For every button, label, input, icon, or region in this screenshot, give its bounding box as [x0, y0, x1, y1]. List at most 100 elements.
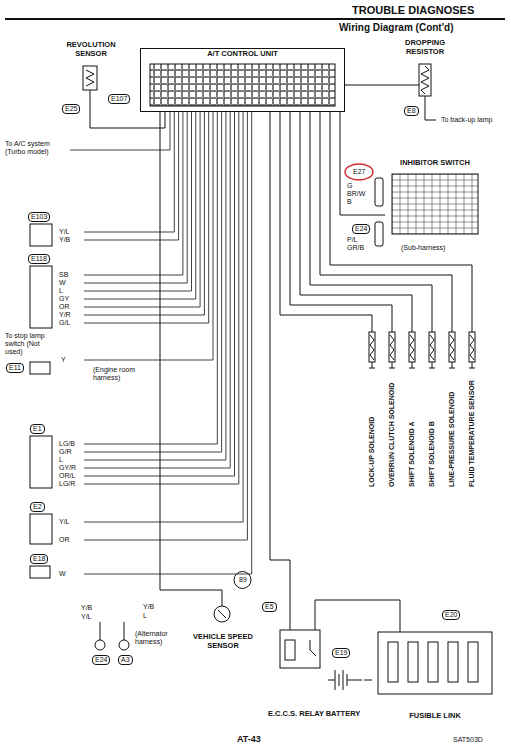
wire-color: SB: [58, 271, 69, 279]
coil-symbol: [429, 332, 435, 362]
page-title: TROUBLE DIAGNOSES: [352, 4, 474, 17]
coil-winding: [370, 335, 374, 360]
connector-id: E107: [108, 94, 130, 104]
connector-id: E1: [30, 424, 45, 434]
wire: [280, 112, 372, 325]
component-label: SHIFT SOLENOID B: [427, 420, 436, 488]
connector-id: E11: [6, 363, 24, 373]
wire: [84, 112, 239, 484]
revolution-sensor-symbol: [83, 66, 97, 100]
wire: [160, 112, 222, 600]
wire-color: L: [142, 612, 148, 620]
component-name: A/T CONTROL UNIT: [206, 49, 279, 58]
wire: [340, 112, 385, 215]
coil-winding: [470, 335, 474, 360]
wire-color: G: [346, 182, 353, 190]
wire-color: L: [58, 287, 64, 295]
figure-code: SAT503D: [452, 736, 484, 744]
relay: E.C.C.S. RELAY: [262, 615, 330, 718]
wire: [84, 112, 247, 540]
relay-symbol: [280, 615, 320, 668]
sensor-symbol: [469, 332, 475, 362]
wire: [372, 362, 373, 368]
wire: [300, 112, 412, 325]
wire: [432, 362, 433, 368]
connector-id: E118: [28, 254, 50, 264]
speed-sensor-symbol: [214, 600, 230, 622]
wire-color: OR: [58, 303, 71, 311]
wire-color: Y/B: [58, 236, 71, 244]
wire-color: G/R: [58, 448, 72, 456]
speed-sensor-symbol: [218, 610, 226, 618]
wire: [432, 325, 433, 332]
coil-winding: [390, 335, 394, 360]
wire-color: OR: [58, 536, 71, 544]
relay-symbol: [315, 615, 316, 630]
wire: [84, 112, 226, 460]
fusible-link-symbol: [408, 642, 418, 682]
solenoid: SHIFT SOLENOID B: [424, 325, 440, 490]
ground-symbol: [429, 368, 435, 369]
coil-winding: [410, 335, 414, 360]
connector-symbol: [30, 266, 52, 328]
wire-color: P/L: [346, 236, 359, 244]
speed-sensor-symbol: [214, 606, 230, 622]
fusible-link-symbol: [448, 642, 458, 682]
wire: [84, 112, 243, 522]
wire: [84, 112, 213, 360]
component-label: OVERRUN CLUTCH SOLENOID: [387, 382, 396, 488]
fusible-link-symbol: [400, 625, 401, 632]
component-name: DROPPING RESISTOR: [394, 38, 456, 56]
wire: [84, 112, 209, 323]
wire: [84, 112, 222, 452]
solenoid: LOCK-UP SOLENOID: [364, 325, 380, 490]
wire-color: BR/W: [346, 190, 366, 198]
wire: [84, 112, 187, 283]
wire: [84, 112, 252, 574]
connector-id: E18: [30, 554, 48, 564]
sensor: REVOLUTION SENSOR: [55, 40, 127, 100]
wire: [392, 362, 393, 368]
header-rule: [5, 18, 505, 20]
ground-symbol: [409, 368, 415, 369]
component-name: INHIBITOR SWITCH: [399, 158, 471, 167]
speed-sensor-symbol: [222, 600, 223, 606]
revolution-sensor-symbol: [83, 66, 97, 90]
solenoid: LINE-PRESSURE SOLENOID: [444, 325, 460, 490]
wire: [472, 325, 473, 332]
sensor: VEHICLE SPEED SENSOR: [190, 600, 256, 650]
solenoid-symbol: [369, 325, 475, 368]
wire-color: Y/B: [142, 603, 155, 611]
wiring-artwork: [5, 19, 505, 694]
coil-symbol: [369, 332, 375, 362]
component-label: LOCK-UP SOLENOID: [367, 416, 376, 488]
wire: [84, 112, 235, 476]
wire: [270, 112, 290, 615]
fusible-link-symbol: [378, 625, 492, 694]
relay-symbol: [280, 630, 320, 668]
connector-id: E24: [352, 224, 370, 234]
note: To back-up lamp: [440, 116, 493, 124]
battery-symbol: [339, 674, 340, 686]
wire-color: Y: [60, 356, 67, 364]
fusible-link: FUSIBLE LINK: [372, 625, 498, 720]
connector-id: E24: [92, 655, 110, 665]
wire: [345, 85, 385, 86]
callout-number: 89: [238, 576, 248, 584]
wire: [290, 112, 392, 325]
wire-color: Y/L: [80, 613, 93, 621]
component-label: SHIFT SOLENOID A: [407, 421, 416, 488]
connector-symbol: [95, 640, 105, 650]
wire: [84, 112, 200, 307]
component-name: BATTERY: [325, 709, 362, 718]
wire-color: GY/R: [58, 464, 77, 472]
ground-symbol: [389, 368, 395, 369]
wire: [412, 362, 413, 368]
fusible-link-symbol: [428, 642, 438, 682]
connector-symbol: [30, 514, 52, 544]
connector-id: A3: [118, 655, 133, 665]
connector-id: E2: [30, 502, 45, 512]
fusible-link-symbol: [388, 642, 398, 682]
component-label: LINE-PRESSURE SOLENOID: [447, 391, 456, 488]
wire-color: LG/B: [58, 440, 76, 448]
